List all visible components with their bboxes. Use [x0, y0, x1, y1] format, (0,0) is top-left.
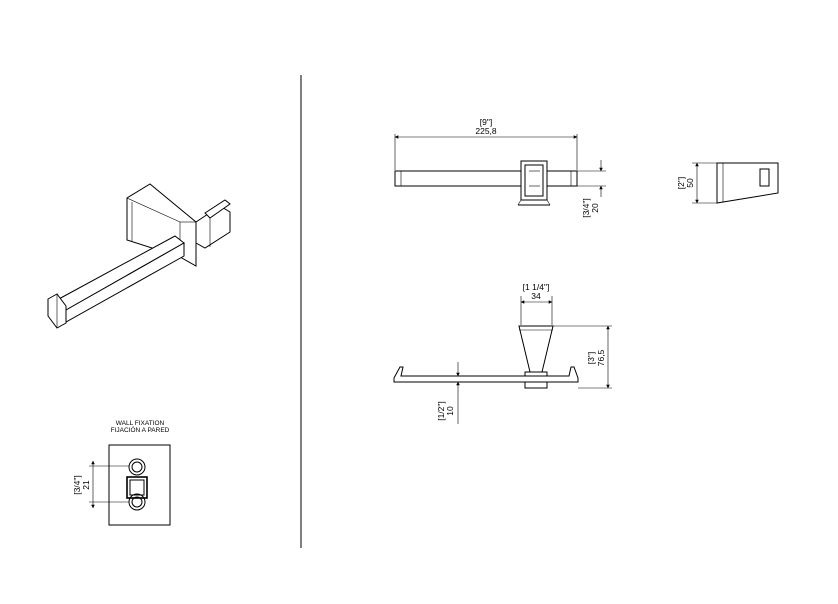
bracket-width-inch: [1 1/4"]: [523, 282, 550, 292]
fixation-spacing-inch: [3/4"]: [72, 475, 82, 495]
bracket-height-inch: [3"]: [586, 352, 596, 364]
overall-length-inch: [9"]: [480, 117, 492, 127]
side-height-mm: 50: [685, 178, 695, 188]
side-height-inch: [2"]: [676, 177, 686, 189]
top-view: [9"] 225,8 [3/4"] 20: [394, 117, 606, 218]
isometric-view: [47, 183, 231, 329]
bracket-height-mm: 76,5: [596, 349, 606, 366]
fixation-spacing-mm: 21: [81, 480, 91, 490]
bracket-width-mm: 34: [531, 291, 541, 301]
wall-fixation-caption-en: WALL FIXATION: [116, 420, 165, 427]
bar-thickness-inch: [1/2"]: [436, 401, 446, 421]
top-depth-mm: 20: [590, 203, 600, 213]
wall-fixation-view: WALL FIXATION FIJACIÓN A PARED [3/4"] 21: [72, 420, 171, 526]
front-view: [1 1/4"] 34 [3"] 76,5 [1/2"] 10: [393, 282, 612, 424]
bar-thickness-mm: 10: [445, 406, 455, 416]
wall-fixation-caption-es: FIJACIÓN A PARED: [111, 425, 170, 434]
top-depth-inch: [3/4"]: [581, 198, 591, 218]
side-view: [2"] 50: [676, 162, 779, 204]
overall-length-mm: 225,8: [475, 126, 497, 136]
